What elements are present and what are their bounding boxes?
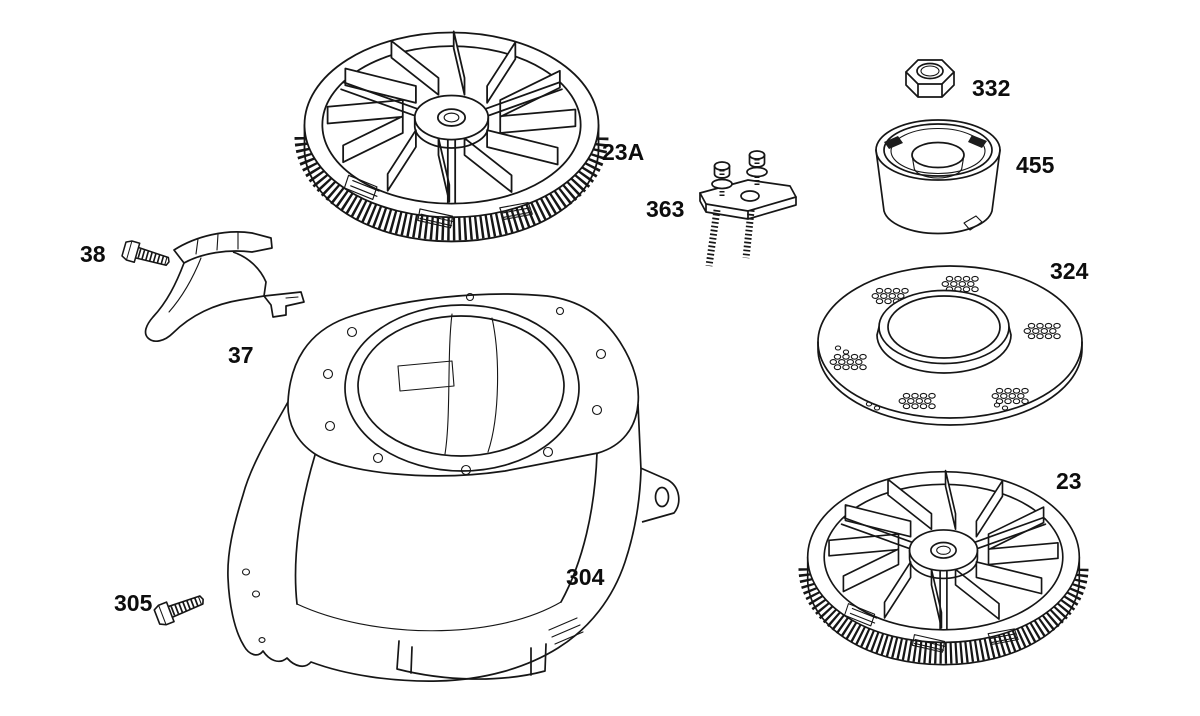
housing-vent-slats	[548, 617, 584, 645]
housing-bolt-holes	[322, 292, 607, 476]
baffle-skirt	[144, 251, 267, 343]
screen-rivet	[865, 401, 873, 407]
cup-notch	[884, 136, 903, 149]
screen-collar	[878, 289, 1010, 365]
screen-rivet	[842, 349, 850, 355]
screen-rivet	[873, 405, 881, 411]
screen-rivet	[993, 402, 1001, 408]
puller-center-hole	[740, 190, 760, 202]
label-housing-304: 304	[566, 564, 605, 590]
screen-rivet	[834, 345, 842, 351]
housing-fold-right	[560, 452, 598, 603]
part-baffle-37	[144, 231, 305, 343]
label-screw-38: 38	[80, 241, 106, 267]
housing-side-tab	[635, 465, 680, 523]
puller-bolt-head	[748, 150, 766, 160]
puller-stud	[742, 201, 756, 259]
part-blower-housing-304	[227, 292, 680, 682]
part-flywheel-23a	[305, 31, 599, 241]
housing-opening-outer	[344, 304, 580, 472]
label-screen-324: 324	[1050, 258, 1089, 284]
cup-bore	[911, 141, 965, 169]
label-flywheel-23a: 23A	[602, 139, 644, 165]
label-flywheel-23: 23	[1056, 468, 1082, 494]
label-screw-305: 305	[114, 590, 153, 616]
label-puller-363: 363	[646, 196, 684, 222]
puller-bolt-head	[713, 161, 731, 171]
label-cup-455: 455	[1016, 152, 1055, 178]
housing-shell	[227, 401, 642, 682]
cup-body	[875, 149, 1001, 235]
label-baffle-37: 37	[228, 342, 254, 368]
part-starter-cup-455	[875, 119, 1001, 235]
label-nut-332: 332	[972, 75, 1010, 101]
housing-fold-left	[294, 454, 316, 605]
part-screw-305	[153, 590, 207, 627]
part-flywheel-23	[808, 471, 1080, 665]
baffle-top-band	[173, 231, 273, 264]
housing-interior-detail	[397, 313, 499, 455]
housing-front-crease	[296, 601, 562, 632]
baffle-foot	[263, 291, 305, 318]
part-puller-363	[699, 150, 797, 267]
cup-bottom-notch	[963, 215, 983, 231]
screen-rivet	[1001, 405, 1009, 411]
part-screw-38	[121, 239, 171, 271]
part-screen-324	[817, 265, 1083, 426]
screen-perforations	[829, 275, 1061, 410]
part-nut-332	[905, 59, 955, 98]
housing-duct	[396, 640, 547, 680]
housing-opening-inner	[357, 315, 565, 457]
cup-notch	[968, 135, 987, 148]
puller-stud	[705, 209, 721, 267]
